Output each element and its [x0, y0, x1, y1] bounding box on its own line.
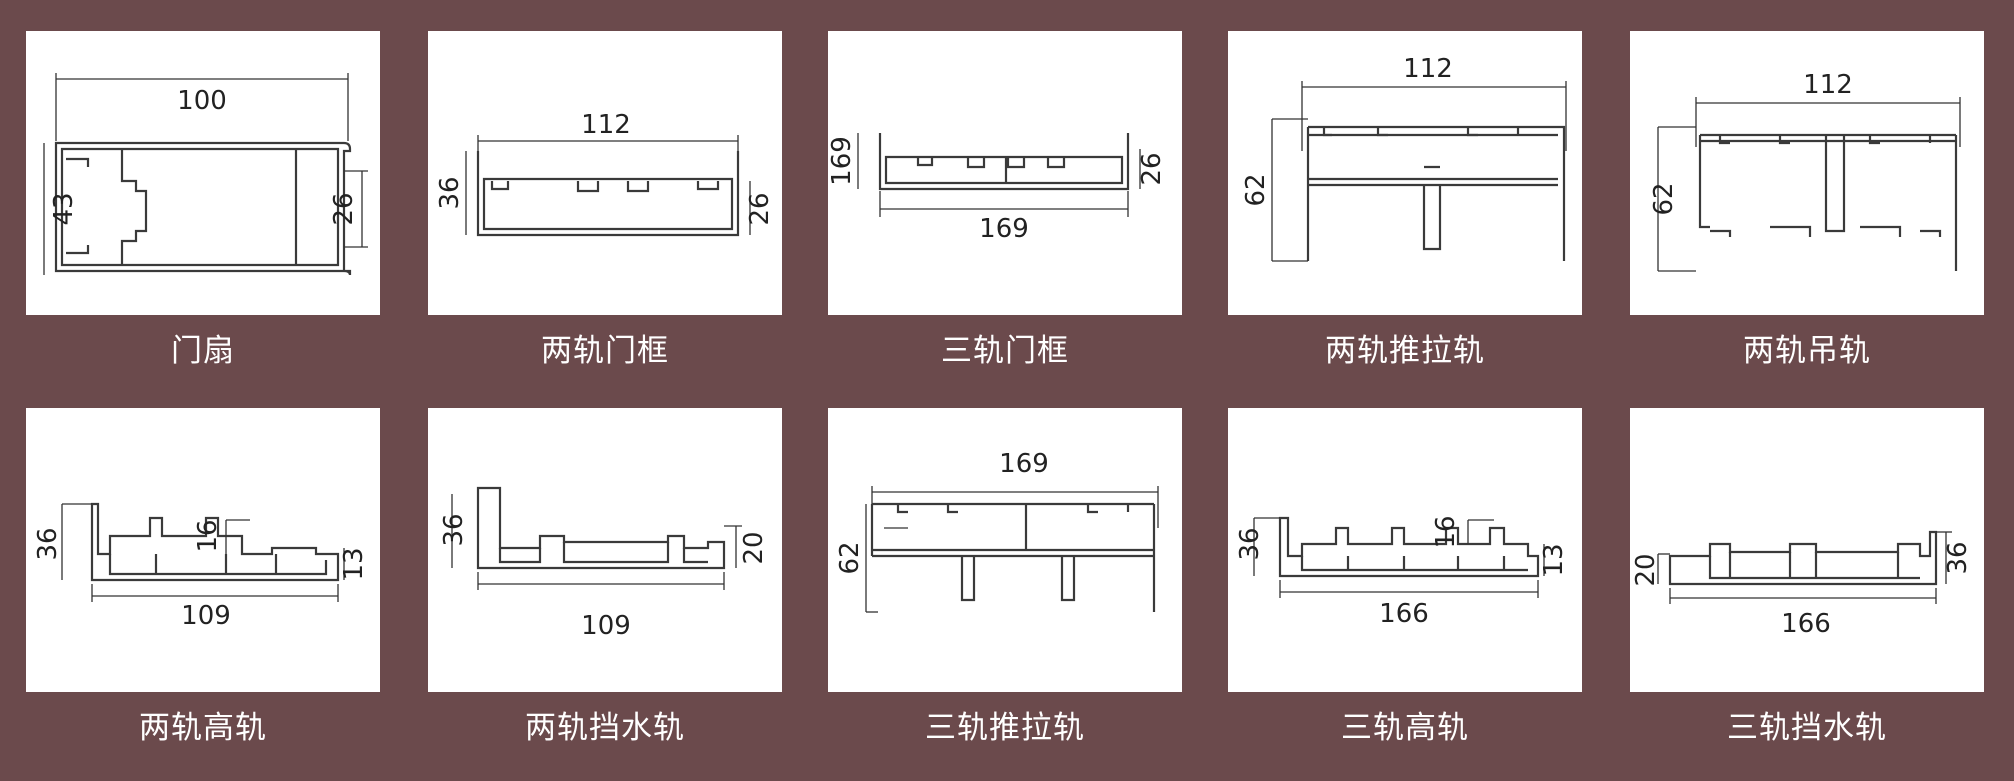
drawing-panel: 36 16 13 166 — [1228, 408, 1582, 692]
drawing-panel: 36 16 13 109 — [26, 408, 380, 692]
profile-drawing-two-track-frame: 112 36 26 — [435, 110, 775, 237]
profile-label: 两轨吊轨 — [1743, 333, 1871, 369]
drawing-panel: 20 36 166 — [1630, 408, 1984, 692]
profile-card-two-track-high-rail: 36 16 13 109 两轨高轨 — [26, 408, 380, 748]
profile-label: 门扇 — [171, 333, 235, 369]
profile-drawing-three-track-high-rail: 36 16 13 166 — [1235, 515, 1569, 629]
drawing-panel: 112 62 — [1630, 31, 1984, 315]
profile-card-three-track-water-rail: 20 36 166 三轨挡水轨 — [1630, 408, 1984, 748]
dim-height: 36 — [435, 176, 465, 209]
dim-depth: 13 — [339, 547, 369, 580]
dim-depth: 26 — [745, 192, 775, 225]
dim-width: 112 — [581, 110, 631, 140]
profile-label: 三轨门框 — [941, 333, 1069, 369]
drawing-panel: 169 62 — [828, 408, 1182, 692]
dim-height: 169 — [828, 136, 857, 186]
profile-drawing-three-track-sliding-rail: 169 62 — [835, 449, 1159, 613]
dim-depth: 26 — [329, 192, 359, 225]
dim-height: 62 — [1649, 182, 1679, 215]
profile-card-three-track-frame: 169 169 26 三轨门框 — [828, 31, 1182, 371]
profile-card-two-track-frame: 112 36 26 两轨门框 — [428, 31, 782, 371]
dim-width: 169 — [979, 214, 1029, 244]
profile-drawing-three-track-frame: 169 169 26 — [828, 133, 1167, 244]
dim-depth: 13 — [1539, 543, 1569, 576]
profile-drawing-three-track-water-rail: 20 36 166 — [1631, 530, 1973, 639]
profile-card-two-track-water-rail: 36 20 109 两轨挡水轨 — [428, 408, 782, 748]
dim-width: 100 — [177, 86, 227, 116]
dim-width: 166 — [1781, 609, 1831, 639]
drawing-panel: 100 43 26 — [26, 31, 380, 315]
dim-width: 109 — [581, 611, 631, 641]
profile-label: 三轨高轨 — [1341, 710, 1469, 746]
profile-drawing-door-sash: 100 43 26 — [43, 73, 368, 276]
dim-height: 36 — [1235, 527, 1265, 560]
dim-height: 62 — [1241, 173, 1271, 206]
profile-drawing-two-track-water-rail: 36 20 109 — [439, 486, 769, 641]
dim-depth: 20 — [739, 531, 769, 564]
dim-width: 166 — [1379, 599, 1429, 629]
drawing-panel: 112 62 — [1228, 31, 1582, 315]
dim-height: 62 — [835, 541, 865, 574]
dim-depth: 26 — [1137, 152, 1167, 185]
drawing-panel: 36 20 109 — [428, 408, 782, 692]
profile-card-three-track-high-rail: 36 16 13 166 三轨高轨 — [1228, 408, 1582, 748]
drawing-panel: 112 36 26 — [428, 31, 782, 315]
dim-width: 109 — [181, 601, 231, 631]
profile-card-three-track-sliding-rail: 169 62 三轨推拉轨 — [828, 408, 1182, 748]
dim-height: 20 — [1631, 553, 1661, 586]
dim-width: 112 — [1403, 54, 1453, 84]
dim-height: 43 — [49, 192, 79, 225]
dim-width: 112 — [1803, 70, 1853, 100]
profile-card-door-sash: 100 43 26 门扇 — [26, 31, 380, 371]
profile-label: 两轨门框 — [541, 333, 669, 369]
profile-label: 三轨挡水轨 — [1727, 710, 1887, 746]
dim-depth: 36 — [1943, 541, 1973, 574]
profile-drawing-two-track-high-rail: 36 16 13 109 — [33, 502, 369, 631]
profile-label: 两轨挡水轨 — [525, 710, 685, 746]
dim-height: 36 — [33, 527, 63, 560]
profile-label: 三轨推拉轨 — [925, 710, 1085, 746]
dim-height: 36 — [439, 513, 469, 546]
profile-label: 两轨高轨 — [139, 710, 267, 746]
profile-card-two-track-sliding-rail: 112 62 两轨推拉轨 — [1228, 31, 1582, 371]
dim-step: 16 — [1431, 515, 1461, 548]
dim-width: 169 — [999, 449, 1049, 479]
profile-drawing-two-track-hanging-rail: 112 62 — [1649, 70, 1961, 272]
dim-step: 16 — [193, 519, 223, 552]
profile-drawing-two-track-sliding-rail: 112 62 — [1241, 54, 1567, 262]
profile-label: 两轨推拉轨 — [1325, 333, 1485, 369]
profile-card-two-track-hanging-rail: 112 62 两轨吊轨 — [1630, 31, 1984, 371]
drawing-panel: 169 169 26 — [828, 31, 1182, 315]
